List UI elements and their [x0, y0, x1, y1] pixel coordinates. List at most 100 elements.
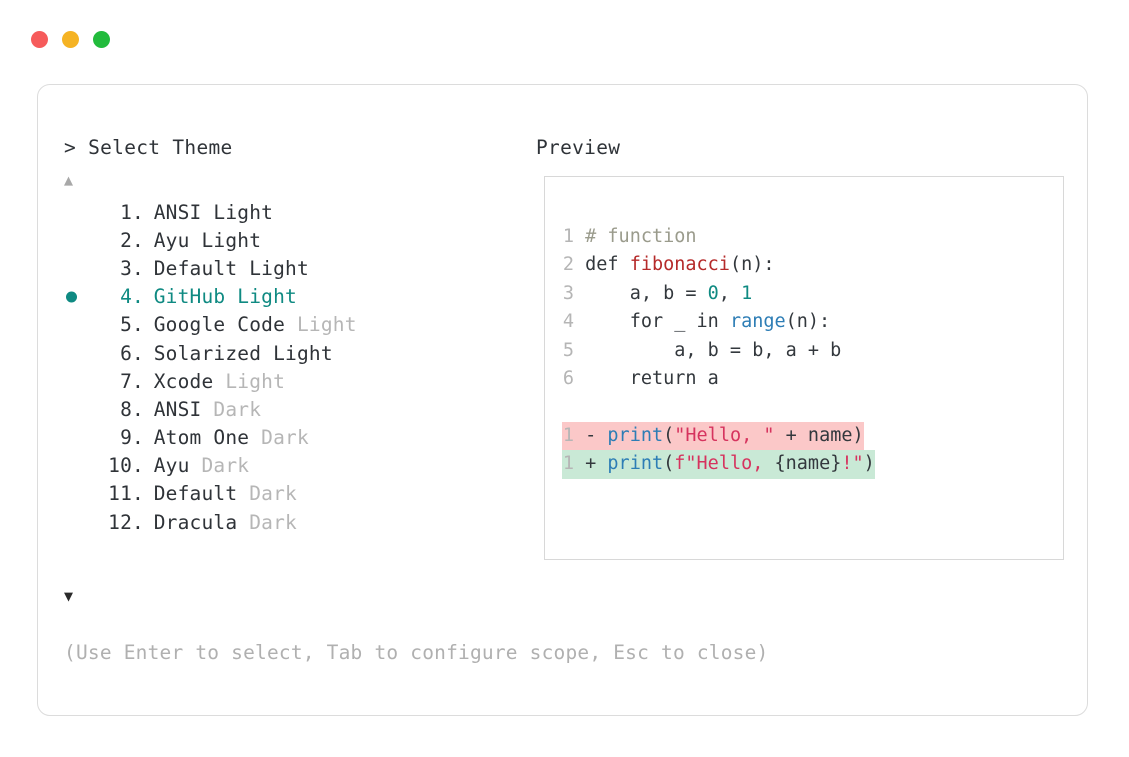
theme-item-variant: Dark [237, 482, 297, 506]
code-token: range [729, 311, 786, 333]
theme-item-name: Dracula [153, 510, 238, 534]
theme-list-item[interactable]: 1. ANSI Light [64, 198, 494, 226]
line-number: 1 [562, 453, 574, 475]
select-theme-header: > Select Theme [64, 136, 233, 159]
code-blank-line [562, 393, 1063, 421]
theme-item-name: ANSI [153, 397, 202, 421]
theme-item-number: 5. [120, 313, 144, 337]
theme-list-item[interactable]: 4. GitHub Light [64, 283, 494, 311]
diff-marker: + [574, 453, 608, 475]
code-line: 6 return a [562, 365, 1063, 393]
code-token: ( [663, 424, 675, 446]
theme-item-number: 1. [120, 200, 144, 224]
code-line: 1 # function [562, 223, 1063, 251]
code-token: # function [574, 226, 697, 247]
code-token: (n): [785, 311, 831, 333]
theme-item-variant: Dark [189, 454, 250, 478]
code-token: , [718, 282, 742, 304]
theme-item-number: 8. [120, 397, 144, 421]
theme-item-number: 2. [120, 228, 144, 252]
selection-bullet-icon [66, 376, 77, 387]
theme-item-name: GitHub Light [153, 285, 297, 309]
selection-bullet-icon [66, 348, 77, 359]
code-token: !" [841, 453, 864, 475]
theme-list-item[interactable]: 10. Ayu Dark [64, 452, 494, 480]
code-token: (n): [729, 254, 775, 276]
selection-bullet-icon [66, 235, 77, 246]
theme-list-item[interactable]: 12. Dracula Dark [64, 508, 494, 536]
theme-item-name: Ayu [153, 454, 190, 478]
selection-bullet-icon [66, 460, 77, 471]
theme-list-item[interactable]: 6.Solarized Light [64, 339, 494, 367]
theme-item-number: 10. [108, 454, 144, 478]
code-token: ) [863, 453, 875, 475]
code-token: print [607, 453, 664, 475]
code-token: for _ in [574, 311, 730, 333]
scroll-up-arrow-icon[interactable]: ▲ [64, 171, 74, 189]
code-token: a, b = b, a + b [574, 339, 842, 361]
theme-item-variant: Dark [201, 397, 262, 421]
code-token: a, b = [574, 282, 708, 304]
theme-item-number: 4. [120, 285, 144, 309]
theme-list-item[interactable]: 9.Atom One Dark [64, 424, 494, 452]
theme-list-item[interactable]: 7. Xcode Light [64, 367, 494, 395]
theme-item-variant: Dark [237, 510, 297, 534]
code-token: "Hello, " [674, 424, 775, 446]
code-line: 3 a, b = 0, 1 [562, 280, 1063, 308]
line-number: 5 [562, 339, 574, 361]
selection-bullet-icon [66, 404, 77, 415]
code-token: fibonacci [629, 254, 730, 276]
code-token: f [674, 453, 686, 475]
line-number: 6 [562, 367, 574, 389]
theme-item-variant: Light [285, 313, 357, 337]
theme-list-item[interactable]: 5. Google Code Light [64, 311, 494, 339]
code-line: 4 for _ in range(n): [562, 308, 1063, 336]
diff-removed-line: 1 - print("Hello, " + name) [562, 421, 864, 451]
theme-item-name: Ayu Light [153, 228, 262, 252]
scroll-down-arrow-icon[interactable]: ▼ [64, 587, 74, 605]
theme-item-name: Xcode [153, 369, 214, 393]
theme-list-item[interactable]: 3.Default Light [64, 254, 494, 282]
theme-list-item[interactable]: 11.Default Dark [64, 480, 494, 508]
selection-bullet-icon [66, 291, 77, 303]
selection-bullet-icon [66, 207, 77, 218]
theme-item-number: 12. [108, 510, 144, 534]
code-token: ( [663, 453, 675, 475]
selection-bullet-icon [66, 432, 77, 443]
theme-item-number: 7. [120, 369, 144, 393]
help-text: (Use Enter to select, Tab to configure s… [64, 641, 769, 664]
code-line: 2 def fibonacci(n): [562, 251, 1063, 279]
maximize-icon[interactable] [93, 31, 110, 48]
line-number: 2 [562, 254, 574, 276]
theme-item-name: ANSI Light [153, 200, 274, 224]
code-token: def [574, 254, 630, 276]
theme-item-name: Default [153, 482, 238, 506]
code-line: 5 a, b = b, a + b [562, 337, 1063, 365]
theme-list-item[interactable]: 2. Ayu Light [64, 226, 494, 254]
close-icon[interactable] [31, 31, 48, 48]
code-token: 0 [707, 282, 719, 304]
diff-added-line: 1 + print(f"Hello, {name}!") [562, 450, 875, 479]
minimize-icon[interactable] [62, 31, 79, 48]
theme-item-name: Google Code [153, 313, 286, 337]
theme-item-variant: Light [213, 369, 286, 393]
theme-list-item[interactable]: 8. ANSI Dark [64, 395, 494, 423]
code-token: "Hello, [685, 453, 775, 475]
theme-item-name: Atom One [153, 426, 250, 450]
selection-bullet-icon [66, 488, 77, 499]
line-number: 4 [562, 311, 574, 333]
theme-item-name: Default Light [153, 256, 309, 280]
theme-item-number: 9. [120, 426, 144, 450]
diff-marker: - [574, 424, 608, 446]
code-token: {name} [774, 453, 842, 475]
code-token: 1 [741, 282, 753, 304]
code-token: print [607, 424, 664, 446]
selection-bullet-icon [66, 263, 77, 274]
code-token: return a [574, 367, 719, 389]
theme-item-number: 6. [120, 341, 144, 365]
preview-header: Preview [536, 136, 621, 159]
